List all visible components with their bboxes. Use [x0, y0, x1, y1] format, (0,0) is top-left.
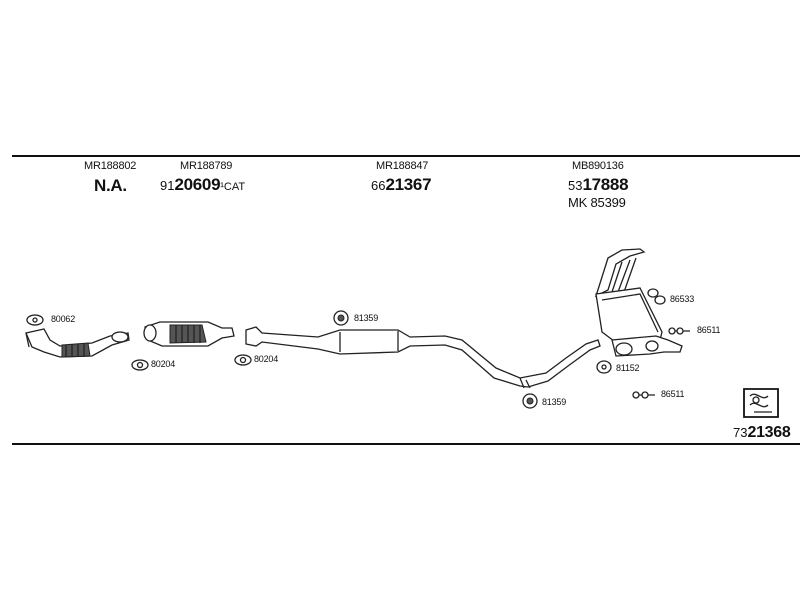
part-label-80062: 80062: [51, 314, 76, 324]
part-label-80204-b: 80204: [254, 354, 279, 364]
part-label-81152: 81152: [616, 363, 640, 373]
diagram-number: 7321368: [733, 424, 791, 441]
middle-silencer: [246, 327, 600, 388]
oe-number-front-pipe: MR188802: [84, 160, 137, 172]
part-label-86533: 86533: [670, 294, 695, 304]
diagram-number-prefix: 73: [733, 425, 748, 440]
part-label-81359-b: 81359: [542, 397, 567, 407]
part-prefix: 91: [160, 178, 175, 193]
oe-number-catalyst: MR188789: [180, 160, 233, 172]
part-label-86511-a: 86511: [697, 325, 721, 335]
part-main: 21367: [385, 175, 432, 194]
gasket-80204-b: [235, 355, 251, 365]
bottom-rule: [12, 443, 800, 445]
bolt-86511-a: [669, 328, 690, 334]
gasket-80204-a: [132, 360, 148, 370]
folded-document-icon: [744, 389, 778, 417]
hanger-86533: [648, 289, 665, 304]
mounting-kit-number: MK 85399: [568, 195, 626, 210]
part-label-80204-a: 80204: [151, 359, 176, 369]
catalytic-converter: [144, 322, 234, 346]
top-rule: [12, 155, 800, 157]
part-number-catalyst: 9120609¹CAT: [160, 176, 245, 194]
part-prefix: 53: [568, 178, 583, 193]
bolt-86511-b: [633, 392, 655, 398]
part-label-81359-a: 81359: [354, 313, 379, 323]
rubber-mount-81359-b: [523, 394, 537, 408]
rear-silencer: [596, 249, 682, 356]
part-main: 20609: [174, 175, 221, 194]
part-label-86511-b: 86511: [661, 389, 685, 399]
rubber-mount-81359-a: [334, 311, 348, 325]
oe-number-middle-silencer: MR188847: [376, 160, 429, 172]
clamp-81152: [597, 361, 611, 373]
part-main: 17888: [582, 175, 629, 194]
part-prefix: 66: [371, 178, 386, 193]
part-suffix: ¹CAT: [220, 181, 246, 193]
part-number-rear-silencer: 5317888: [568, 175, 629, 194]
diagram-number-main: 21368: [747, 424, 791, 441]
part-number-middle-silencer: 6621367: [371, 175, 432, 194]
clamp-80062: [27, 315, 43, 325]
front-pipe: [26, 329, 129, 357]
oe-number-rear-silencer: MB890136: [572, 160, 624, 172]
part-number-front-pipe: N.A.: [94, 176, 127, 195]
